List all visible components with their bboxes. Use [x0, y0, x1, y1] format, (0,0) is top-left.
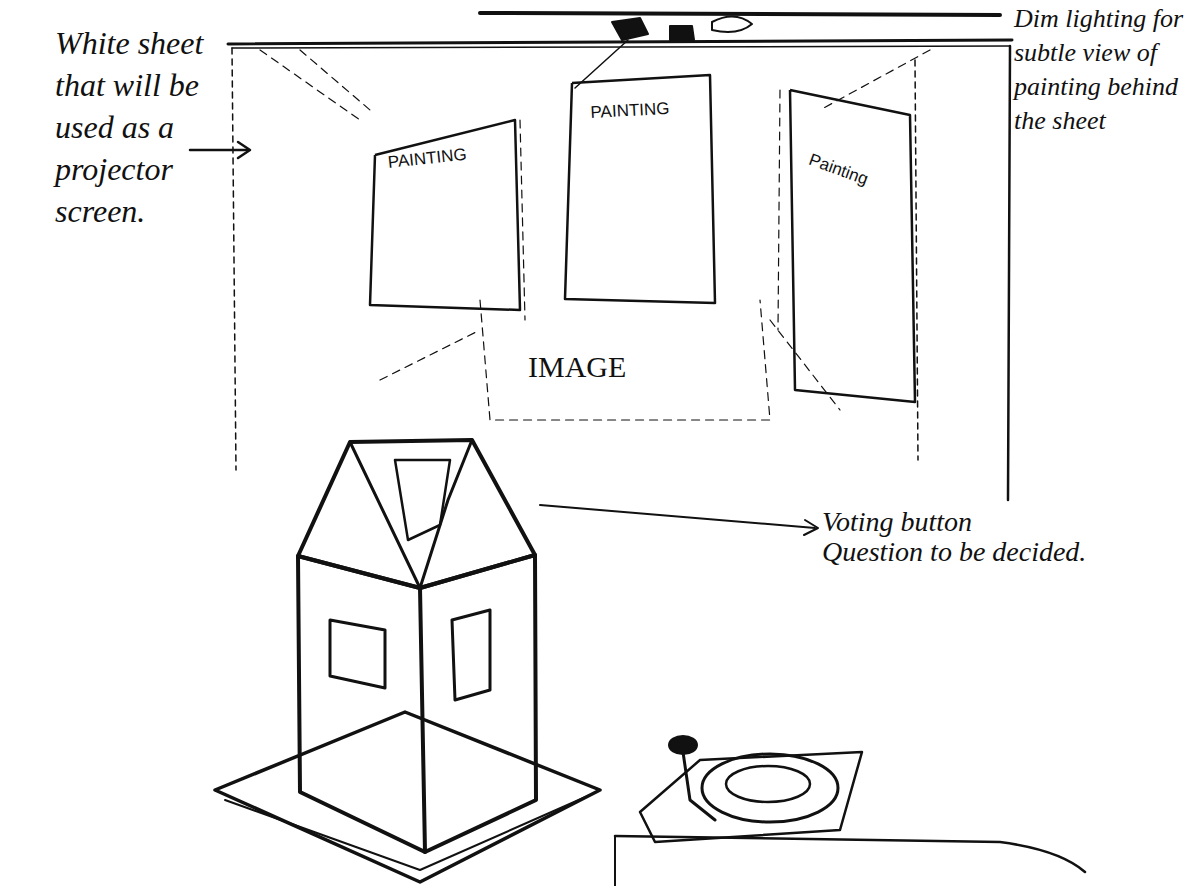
table-edge: [615, 836, 1085, 872]
kiosk-top: [298, 440, 535, 588]
kiosk-window: [330, 620, 385, 688]
painting-label: PAINTING: [590, 99, 670, 123]
dial: [702, 754, 838, 822]
voting-note: Question to be decided.: [822, 536, 1152, 568]
callout-arrow: [238, 142, 250, 158]
callout-arrow: [190, 149, 248, 152]
callout-arrow: [540, 505, 815, 528]
lighting-note: Dim lighting for subtle view of painting…: [1014, 2, 1192, 138]
kiosk-body: [298, 556, 425, 852]
device-base: [640, 752, 862, 842]
sheet-edge: [770, 320, 840, 410]
sheet-edge: [300, 50, 370, 110]
painting-outline: [565, 75, 715, 303]
tone-arm: [683, 752, 715, 820]
painting-outline: [560, 75, 720, 310]
kiosk-body: [420, 555, 536, 852]
kiosk-top: [420, 440, 472, 588]
sheet-edge: [520, 120, 525, 320]
painting-outline: [785, 90, 920, 410]
painting-frame: PAINTING: [560, 75, 720, 310]
spot-light: [712, 16, 752, 32]
lighting-leader: [480, 13, 1000, 15]
ceiling-rail: [228, 40, 1012, 44]
kiosk-top: [350, 442, 420, 588]
dial: [726, 766, 810, 802]
kiosk-window: [452, 610, 490, 700]
sheet-edge: [260, 50, 360, 120]
image-label: IMAGE: [528, 350, 728, 384]
painting-frame: PAINTING: [365, 115, 525, 315]
voting-note: Voting button: [822, 506, 1152, 538]
sheet-edge: [778, 90, 780, 330]
sheet-edge: [380, 330, 480, 380]
kiosk-base: [215, 712, 600, 882]
sheet-edge: [820, 50, 930, 110]
spot-light: [612, 18, 648, 40]
voting-button: [395, 460, 450, 540]
painting-label: Painting: [806, 150, 871, 190]
callout-arrow: [804, 520, 818, 535]
painting-outline: [790, 90, 915, 402]
painting-frame: Painting: [785, 90, 920, 410]
painting-outline: [365, 115, 525, 315]
frame-post: [1008, 46, 1010, 500]
projection-area: [480, 300, 770, 420]
sheet-note: White sheet that will be used as a proje…: [55, 22, 205, 232]
frame-post: [232, 48, 236, 470]
kiosk-base: [225, 795, 590, 870]
spot-light: [670, 26, 694, 40]
table-edge: [614, 836, 616, 886]
painting-outline: [370, 120, 520, 310]
